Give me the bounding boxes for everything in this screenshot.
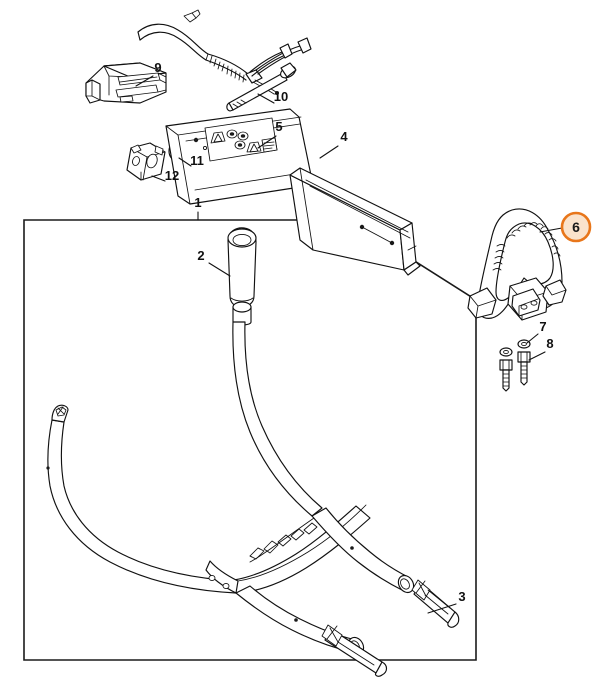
stihl-logo (249, 517, 318, 563)
loop-handle (467, 208, 567, 321)
throttle-trigger-housing (85, 62, 167, 104)
callout-3: 3 (458, 589, 465, 604)
handlebar-end-grip (321, 579, 460, 677)
callout-4: 4 (340, 129, 348, 144)
handlebar-assembly (46, 321, 415, 656)
callout-10: 10 (274, 89, 288, 104)
highlight-callout-6[interactable]: 6 (560, 211, 592, 243)
long-bolt (226, 62, 297, 112)
highlight-circle-fill (561, 212, 591, 242)
callout-12: 12 (165, 168, 179, 183)
callout-5: 5 (275, 119, 282, 134)
highlight-circle-ring (560, 211, 592, 243)
callout-6: 6 (572, 219, 580, 235)
drive-tube (165, 108, 421, 276)
callout-8: 8 (546, 336, 553, 351)
clamp-block (126, 142, 166, 181)
callout-11: 11 (190, 153, 204, 168)
callout-7: 7 (539, 319, 546, 334)
callout-9: 9 (154, 60, 161, 75)
callout-2: 2 (197, 248, 204, 263)
callout-labels: 1 2 3 4 5 7 8 9 10 11 12 (154, 60, 553, 604)
washers-and-screws (499, 339, 531, 392)
hex-screw (517, 351, 531, 386)
enclosure-box (23, 219, 477, 661)
throttle-cable (137, 9, 312, 95)
leader-lines (135, 75, 563, 614)
callout-1: 1 (194, 195, 201, 210)
hex-screw (499, 359, 513, 392)
handle-grip (227, 227, 257, 326)
washer (499, 347, 513, 357)
washer (517, 339, 531, 349)
